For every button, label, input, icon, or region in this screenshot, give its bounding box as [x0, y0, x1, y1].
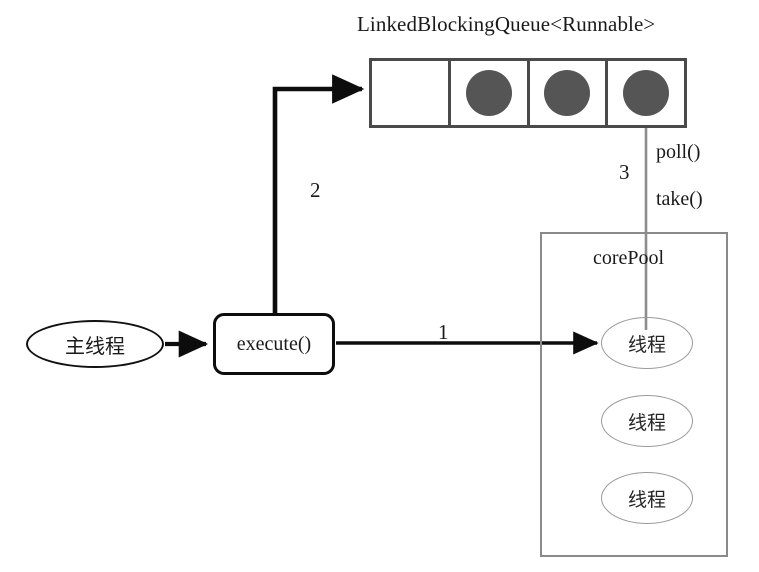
runnable-task-icon — [544, 70, 591, 116]
core-pool-thread-1[interactable]: 线程 — [601, 317, 693, 369]
take-method-label: take() — [656, 188, 703, 210]
core-pool-thread-2[interactable]: 线程 — [601, 395, 693, 447]
runnable-task-icon — [623, 70, 670, 116]
main-thread-node[interactable]: 主线程 — [26, 320, 164, 368]
queue-slot-empty[interactable] — [372, 61, 451, 125]
queue-title: LinkedBlockingQueue<Runnable> — [357, 12, 656, 36]
runnable-task-icon — [465, 70, 512, 116]
execute-method-node[interactable]: execute() — [213, 313, 335, 375]
core-pool-thread-3[interactable]: 线程 — [601, 472, 693, 524]
queue-slot-task[interactable] — [451, 61, 530, 125]
queue-slot-task[interactable] — [530, 61, 609, 125]
edge-execute-to-queue — [272, 74, 365, 313]
queue-slot-task[interactable] — [608, 61, 684, 125]
core-pool-label: corePool — [593, 247, 665, 269]
edge-label-dispatch: 1 — [438, 320, 449, 344]
core-pool-container — [540, 232, 728, 557]
edge-label-poll: 3 — [619, 160, 630, 184]
linked-blocking-queue — [369, 58, 687, 128]
poll-method-label: poll() — [656, 141, 701, 163]
edge-label-enqueue: 2 — [310, 178, 321, 202]
